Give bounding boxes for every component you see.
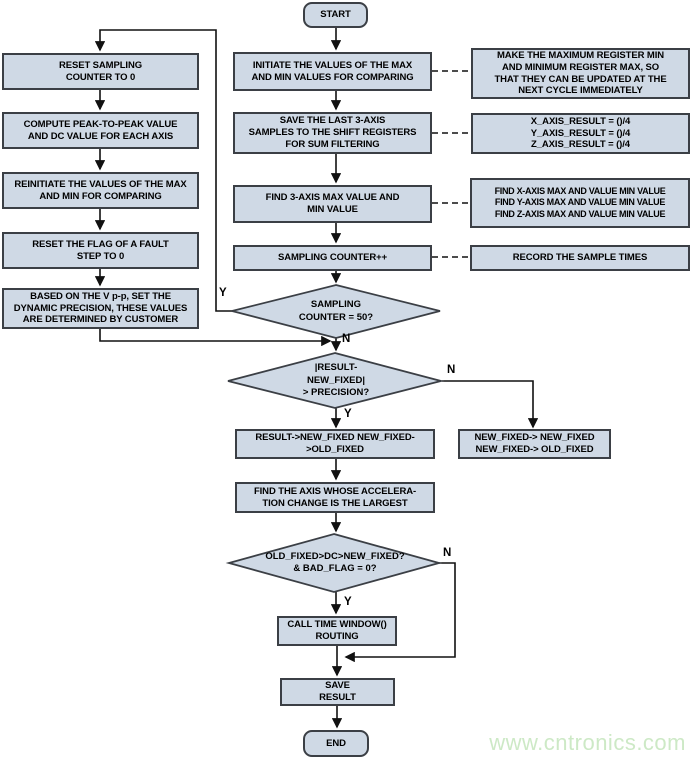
annotation-record-sample-times: RECORD THE SAMPLE TIMES — [470, 245, 690, 271]
decision-old-fixed-range: OLD_FIXED>DC>NEW_FIXED? & BAD_FLAG = 0? — [265, 550, 405, 574]
process-reset-sampling-counter: RESET SAMPLING COUNTER TO 0 — [2, 53, 199, 90]
decision-old-fixed-shape — [225, 533, 443, 593]
branch-label-d1-yes: Y — [219, 287, 227, 299]
process-find-3axis-max-min: FIND 3-AXIS MAX VALUE AND MIN VALUE — [233, 185, 432, 223]
edge-d3-m8-no — [344, 562, 456, 663]
process-compute-peak-to-peak: COMPUTE PEAK-TO-PEAK VALUE AND DC VALUE … — [2, 112, 199, 149]
annotation-find-axis-max-min: FIND X-AXIS MAX AND VALUE MIN VALUE FIND… — [470, 178, 690, 228]
process-find-largest-accel-axis: FIND THE AXIS WHOSE ACCELERA- TION CHANG… — [235, 482, 435, 513]
process-sampling-counter-increment: SAMPLING COUNTER++ — [233, 245, 432, 271]
annotation-axis-result-formulas: X_AXIS_RESULT = ()/4 Y_AXIS_RESULT = ()/… — [471, 113, 690, 154]
process-set-dynamic-precision: BASED ON THE V p-p, SET THE DYNAMIC PREC… — [2, 288, 199, 329]
terminator-start: START — [303, 2, 368, 28]
edge-d2-r5-no — [442, 380, 539, 429]
decision-sampling-counter: SAMPLING COUNTER = 50? — [298, 299, 374, 323]
process-initiate-max-min: INITIATE THE VALUES OF THE MAX AND MIN V… — [233, 52, 432, 91]
decision-result-precision: |RESULT- NEW_FIXED| > PRECISION? — [302, 362, 370, 399]
process-save-result: SAVE RESULT — [280, 678, 395, 706]
edge-d1-l1-yes — [94, 29, 232, 312]
branch-label-d2-no: N — [447, 364, 456, 376]
edge-l5-join — [99, 329, 332, 347]
annotation-make-max-register-min: MAKE THE MAXIMUM REGISTER MIN AND MINIMU… — [471, 48, 690, 99]
watermark: www.cntronics.com — [489, 730, 686, 755]
branch-label-d3-no: N — [443, 547, 452, 559]
process-new-fixed-swap: NEW_FIXED-> NEW_FIXED NEW_FIXED-> OLD_FI… — [458, 429, 611, 459]
decision-sampling-counter-shape — [231, 284, 441, 339]
process-reinitiate-max-min: REINITIATE THE VALUES OF THE MAX AND MIN… — [2, 172, 199, 209]
branch-label-d3-yes: Y — [344, 596, 352, 608]
branch-label-d1-no: N — [342, 333, 351, 345]
process-call-time-window: CALL TIME WINDOW() ROUTING — [277, 616, 397, 646]
decision-result-precision-shape — [227, 352, 445, 409]
process-result-to-new-fixed: RESULT->NEW_FIXED NEW_FIXED- >OLD_FIXED — [235, 429, 435, 459]
process-reset-fault-flag: RESET THE FLAG OF A FAULT STEP TO 0 — [2, 232, 199, 269]
terminator-end: END — [303, 730, 369, 757]
branch-label-d2-yes: Y — [344, 408, 352, 420]
process-save-3axis-samples: SAVE THE LAST 3-AXIS SAMPLES TO THE SHIF… — [233, 112, 432, 154]
